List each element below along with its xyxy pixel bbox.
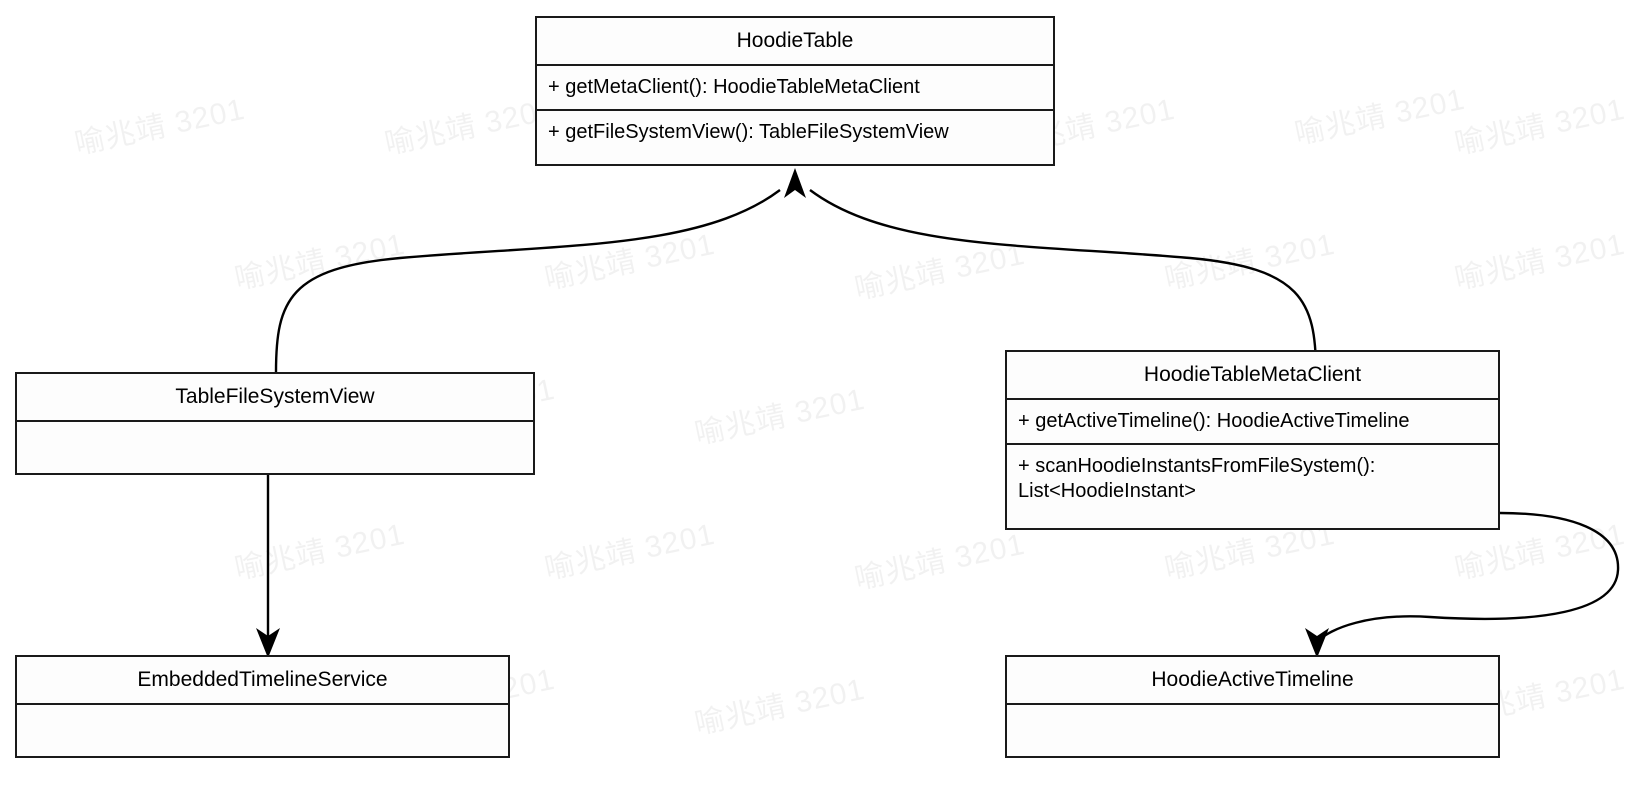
class-name-table-file-system-view: TableFileSystemView bbox=[17, 374, 533, 422]
watermark-text: 喻兆靖 3201 bbox=[1451, 227, 1629, 297]
edge-table-file-system-view-to-hoodie-table bbox=[274, 189, 781, 373]
watermark-text: 喻兆靖 3201 bbox=[231, 517, 409, 587]
watermark-text: 喻兆靖 3201 bbox=[851, 527, 1029, 597]
watermark-text: 喻兆靖 3201 bbox=[691, 672, 869, 742]
class-box-hoodie-table[interactable]: HoodieTable + getMetaClient(): HoodieTab… bbox=[535, 16, 1055, 166]
edge-hoodie-table-meta-client-to-hoodie-active-timeline bbox=[1305, 511, 1620, 658]
arrowhead-into-hoodie-table bbox=[784, 168, 806, 198]
watermark-text: 喻兆靖 3201 bbox=[1451, 92, 1629, 162]
edge-table-file-system-view-to-embedded-timeline-service bbox=[256, 475, 280, 658]
watermark-text: 喻兆靖 3201 bbox=[1291, 82, 1469, 152]
class-member-hoodie-table-meta-client-1: + scanHoodieInstantsFromFileSystem(): Li… bbox=[1018, 455, 1376, 502]
watermark-text: 喻兆靖 3201 bbox=[71, 92, 249, 162]
class-member-hoodie-table-1: + getFileSystemView(): TableFileSystemVi… bbox=[548, 121, 949, 143]
watermark-text: 喻兆靖 3201 bbox=[381, 92, 559, 162]
class-box-hoodie-table-meta-client[interactable]: HoodieTableMetaClient + getActiveTimelin… bbox=[1005, 350, 1500, 530]
class-members-hoodie-active-timeline bbox=[1007, 705, 1498, 752]
watermark-text: 喻兆靖 3201 bbox=[851, 237, 1029, 307]
class-box-hoodie-active-timeline[interactable]: HoodieActiveTimeline bbox=[1005, 655, 1500, 758]
class-members-embedded-timeline-service bbox=[17, 705, 508, 752]
watermark-text: 喻兆靖 3201 bbox=[691, 382, 869, 452]
watermark-text: 喻兆靖 3201 bbox=[541, 517, 719, 587]
watermark-text: 喻兆靖 3201 bbox=[1161, 227, 1339, 297]
class-name-embedded-timeline-service: EmbeddedTimelineService bbox=[17, 657, 508, 705]
class-name-hoodie-table: HoodieTable bbox=[537, 18, 1053, 66]
watermark-text: 喻兆靖 3201 bbox=[541, 227, 719, 297]
class-members-table-file-system-view bbox=[17, 422, 533, 469]
class-member-hoodie-table-0: + getMetaClient(): HoodieTableMetaClient bbox=[537, 66, 1053, 111]
class-box-table-file-system-view[interactable]: TableFileSystemView bbox=[15, 372, 535, 475]
watermark-text: 喻兆靖 3201 bbox=[231, 227, 409, 297]
class-name-hoodie-table-meta-client: HoodieTableMetaClient bbox=[1007, 352, 1498, 400]
class-name-hoodie-active-timeline: HoodieActiveTimeline bbox=[1007, 657, 1498, 705]
edge-hoodie-table-meta-client-to-hoodie-table bbox=[809, 189, 1318, 373]
class-member-hoodie-table-meta-client-0: + getActiveTimeline(): HoodieActiveTimel… bbox=[1007, 400, 1498, 445]
class-box-embedded-timeline-service[interactable]: EmbeddedTimelineService bbox=[15, 655, 510, 758]
